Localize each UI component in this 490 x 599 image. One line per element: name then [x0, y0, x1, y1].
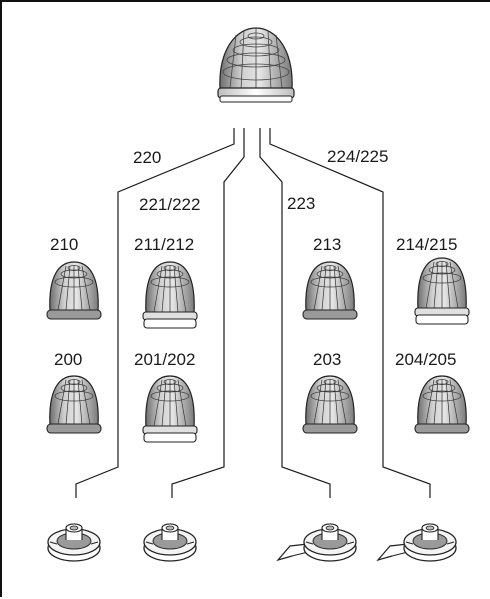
- branch-label-223: 223: [287, 194, 315, 213]
- cap-214-215-icon: [414, 257, 470, 325]
- cap-203-icon: [302, 375, 358, 434]
- cap-illustrations: [46, 257, 470, 443]
- cap-label-213: 213: [313, 235, 341, 254]
- wire-220: [75, 128, 235, 498]
- base-224-225-socket-icon: [376, 523, 457, 562]
- cap-label-210: 210: [50, 235, 78, 254]
- base-221-222-socket-icon: [143, 523, 197, 562]
- cap-201-202-icon: [142, 375, 198, 443]
- cap-label-203: 203: [313, 350, 341, 369]
- base-220-socket-icon: [47, 523, 101, 562]
- cap-211-212-icon: [142, 261, 198, 329]
- main-beacon-cap: [217, 27, 295, 103]
- base-223-socket-icon: [276, 523, 357, 562]
- cap-200-icon: [46, 375, 102, 434]
- cap-213-icon: [302, 261, 358, 320]
- cap-label-201-202: 201/202: [134, 350, 195, 369]
- branch-label-224-225: 224/225: [327, 147, 388, 166]
- cap-label-204-205: 204/205: [395, 350, 456, 369]
- wire-224-225: [269, 128, 431, 498]
- cap-label-211-212: 211/212: [134, 235, 194, 254]
- wire-221-222: [171, 128, 245, 498]
- wire-223: [259, 128, 331, 498]
- cap-204-205-icon: [414, 375, 470, 434]
- branch-label-221-222: 221/222: [139, 195, 200, 214]
- cap-210-icon: [46, 261, 102, 320]
- cap-label-200: 200: [54, 350, 82, 369]
- cap-label-214-215: 214/215: [396, 235, 457, 254]
- branch-label-220: 220: [133, 148, 161, 167]
- socket-bases: [47, 523, 457, 562]
